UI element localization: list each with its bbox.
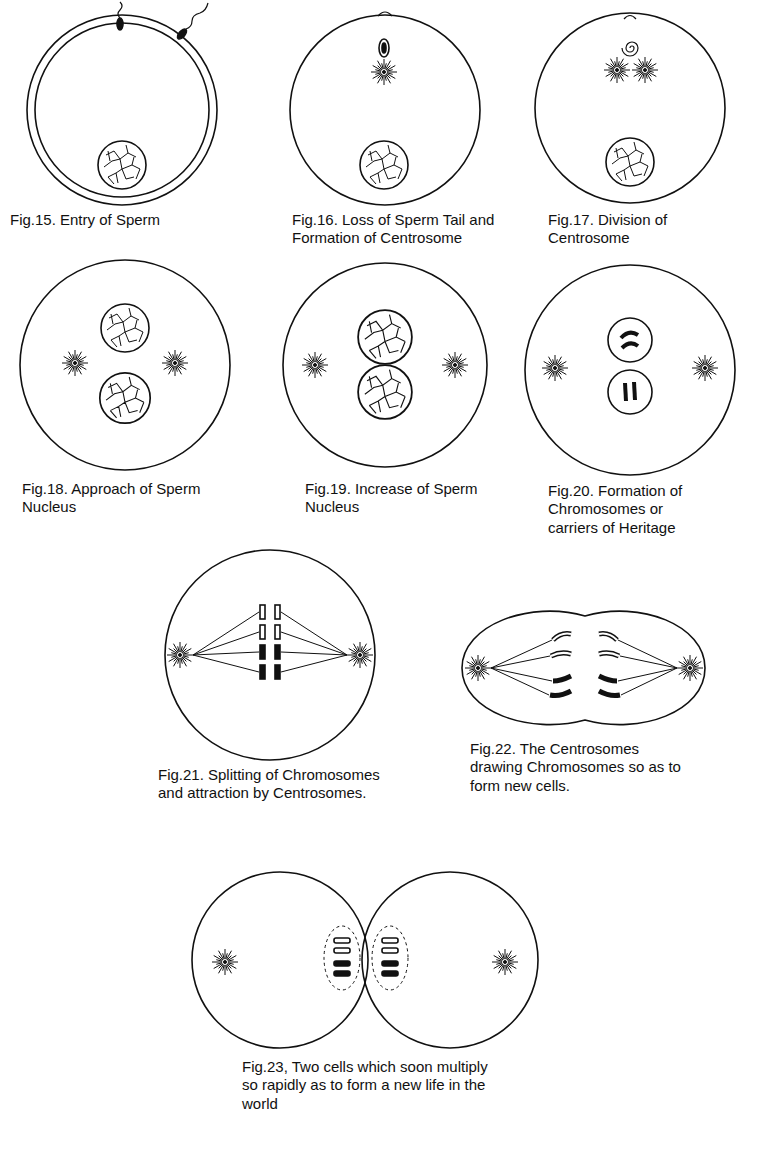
fig15-cell — [27, 2, 217, 205]
figure-caption: Fig.17. Division of Centrosome — [548, 211, 748, 248]
figure-caption: Fig.22. The Centrosomes drawing Chromoso… — [470, 740, 685, 795]
fig21-cell — [165, 550, 375, 760]
figure-caption: Fig.18. Approach of Sperm Nucleus — [22, 480, 222, 517]
fig18-cell — [20, 260, 230, 470]
fig16-cell — [290, 12, 480, 205]
figure-caption: Fig.23, Two cells which soon multiply so… — [242, 1058, 492, 1113]
figure-caption: Fig.21. Splitting of Chromosomes and att… — [158, 766, 398, 803]
figure-caption: Fig.15. Entry of Sperm — [10, 211, 210, 229]
fig22-cell — [462, 611, 705, 724]
figure-caption: Fig.19. Increase of Sperm Nucleus — [305, 480, 495, 517]
fig17-cell — [535, 13, 725, 203]
figure-caption: Fig.16. Loss of Sperm Tail and Formation… — [292, 211, 497, 248]
fig23-cells — [192, 872, 538, 1048]
figure-caption: Fig.20. Formation of Chromosomes or carr… — [548, 482, 708, 537]
fig19-cell — [283, 263, 487, 467]
fig20-cell — [525, 265, 735, 475]
